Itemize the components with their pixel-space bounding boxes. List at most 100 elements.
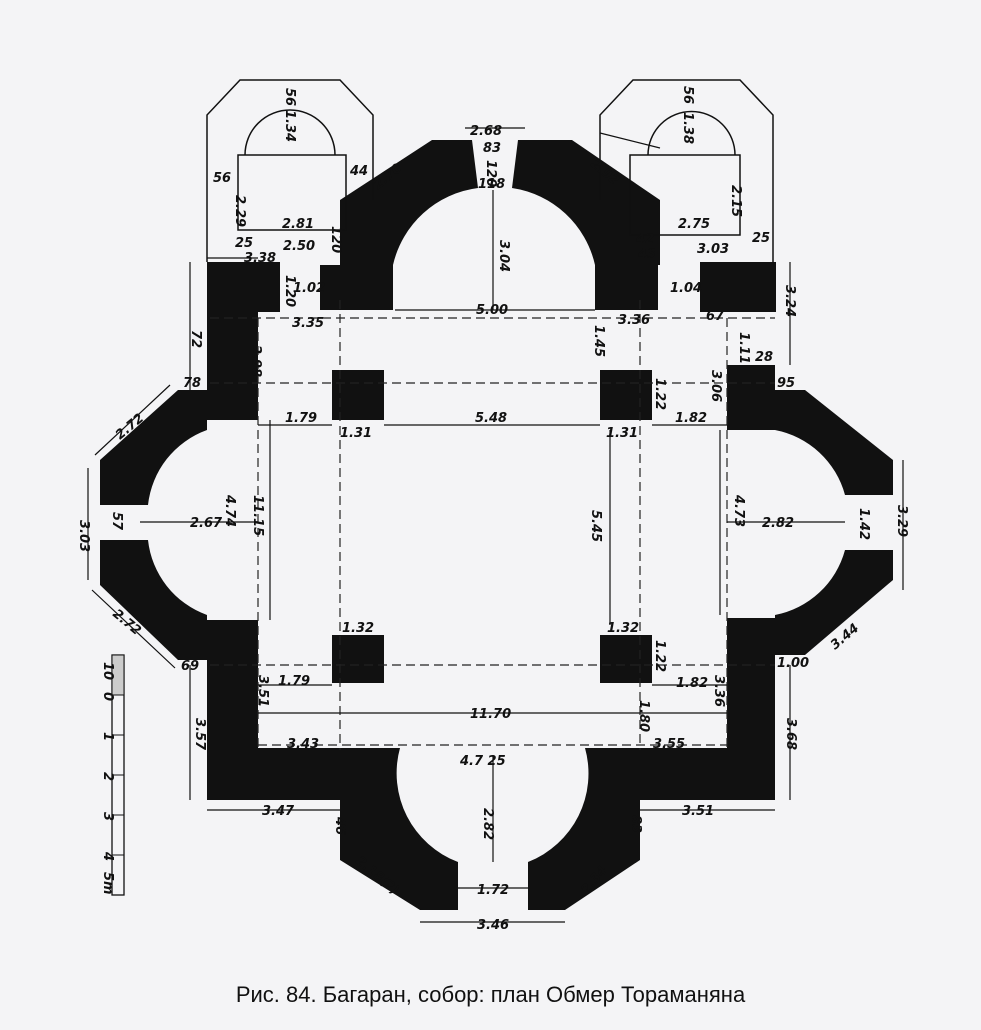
scale-label-10: 10	[100, 662, 115, 680]
ne-chapel-outline	[599, 79, 774, 262]
dim-label: 1.20	[282, 275, 297, 307]
dim-label: 1.45	[591, 325, 606, 357]
dim-label: 78	[183, 376, 201, 391]
scale-label-1: 1	[100, 732, 115, 741]
dim-label: 57	[109, 512, 124, 531]
dim-label: 1.82	[676, 676, 708, 691]
dim-label: 3.57	[192, 718, 207, 751]
dim-label: 1.80	[636, 700, 651, 732]
dim-label: 25	[752, 231, 770, 246]
scale-label-3: 3	[100, 812, 115, 821]
scale-label-0: 0	[100, 692, 115, 701]
dim-label: 3.51	[682, 804, 714, 819]
dim-label: 95	[777, 376, 795, 391]
dim-label: 3.06	[708, 370, 723, 402]
dim-label: 120	[483, 160, 498, 187]
dim-label: 43	[637, 247, 656, 262]
dim-label: 3.51	[255, 675, 270, 707]
dim-label: 118	[478, 177, 505, 192]
dim-label: 2.75	[678, 217, 710, 232]
dim-label: 2.29	[232, 195, 247, 227]
dim-label: 3.35	[292, 316, 324, 331]
ne-corner-wall	[700, 262, 776, 312]
dim-label: 3.24	[782, 285, 797, 317]
dim-label: 5.00	[476, 303, 508, 318]
dim-label: 1.32	[342, 621, 374, 636]
left-apse-wall	[100, 390, 207, 505]
top-wall-left	[320, 265, 393, 310]
dim-label: 25	[235, 236, 253, 251]
se-corner-wall	[640, 618, 775, 800]
side-chapels	[206, 79, 774, 262]
dim-label: 120	[328, 226, 343, 253]
ne-chapel-room	[629, 154, 741, 236]
dim-label: 2.68	[470, 124, 502, 139]
dim-label: 1.72	[477, 883, 509, 898]
dim-label: 69	[181, 659, 199, 674]
dim-label: 4.74	[222, 494, 237, 527]
dim-label: 3.47	[262, 804, 295, 819]
dim-label: 3.36	[711, 675, 726, 707]
dim-label: 1.38	[680, 112, 695, 144]
scale-label-5m: 5m	[100, 872, 115, 895]
dim-label: 1.79	[278, 674, 310, 689]
dim-label: 1.02	[293, 281, 325, 296]
dim-label: 2.50	[283, 239, 315, 254]
dim-label: 3.36	[618, 313, 650, 328]
scale-bar: 10 0 1 2 3 4 5m	[100, 654, 125, 896]
dim-label: 3.55	[653, 737, 685, 752]
pier-ne	[600, 370, 652, 420]
dim-label: 3.38	[244, 251, 276, 266]
top-apse-wall	[340, 140, 478, 265]
dim-label: 3.03	[76, 520, 91, 552]
dim-label: 2.82	[480, 808, 495, 840]
dim-label: 42	[635, 232, 654, 247]
nw-corner-wall	[207, 262, 280, 420]
dim-label: 11.70	[470, 707, 511, 722]
scale-label-2: 2	[100, 772, 115, 781]
dim-label: 3.46	[477, 918, 509, 933]
dim-label: 1.22	[652, 378, 667, 410]
dim-label: 1.82	[675, 411, 707, 426]
dim-label: 67	[706, 309, 725, 324]
sw-corner-wall	[207, 620, 340, 800]
nw-chapel-apse	[244, 109, 336, 156]
dim-label: 11.15	[250, 495, 265, 536]
dimension-lines	[87, 127, 904, 923]
pier-nw	[332, 370, 384, 420]
dim-label: 3.29	[894, 505, 909, 537]
masonry-walls	[100, 140, 893, 910]
dim-label: 46	[332, 816, 347, 835]
pier-se	[600, 635, 652, 683]
ne-chapel-apse	[647, 110, 736, 156]
dimension-labels: 2.68 83 118 120 3.04 5.00 2.70 2.92 56 1…	[76, 86, 909, 933]
right-apse-wall	[775, 390, 893, 495]
dim-label: 2.67	[190, 516, 223, 531]
dim-label: 1.31	[340, 426, 372, 441]
dim-label: 1.34	[282, 110, 297, 142]
dim-label: 1.04	[670, 281, 702, 296]
dim-label: 4.7 25	[459, 754, 506, 769]
dim-label: 5.45	[588, 510, 603, 542]
dim-label: 3.04	[496, 240, 511, 272]
dim-label: 56	[282, 88, 297, 106]
dim-label: 4.73	[731, 494, 746, 527]
right-apse-wall-bottom	[775, 550, 893, 655]
dim-label: 2.98	[248, 345, 263, 377]
left-apse-wall-bottom	[100, 540, 207, 660]
dim-label: 2.15	[728, 185, 743, 217]
dim-label: 1.22	[652, 640, 667, 672]
dim-label: 1.42	[856, 508, 871, 540]
dim-label: 2.81	[282, 217, 314, 232]
dim-label: 1.31	[606, 426, 638, 441]
ne-side-wall	[727, 365, 775, 430]
figure-caption: Рис. 84. Багаран, собор: план Обмер Тора…	[235, 982, 746, 1007]
bottom-apse-wall-left	[340, 748, 458, 910]
dim-label: 5.48	[475, 411, 507, 426]
dim-label: 2.82	[762, 516, 794, 531]
dim-label: 3.03	[697, 242, 729, 257]
bottom-apse-wall-right	[528, 748, 640, 910]
dim-label: 3.43	[287, 737, 319, 752]
floor-plan: 10 0 1 2 3 4 5m 2.68 83 118 120 3.04 5.0…	[76, 79, 909, 933]
dim-label: 3.68	[783, 718, 798, 750]
